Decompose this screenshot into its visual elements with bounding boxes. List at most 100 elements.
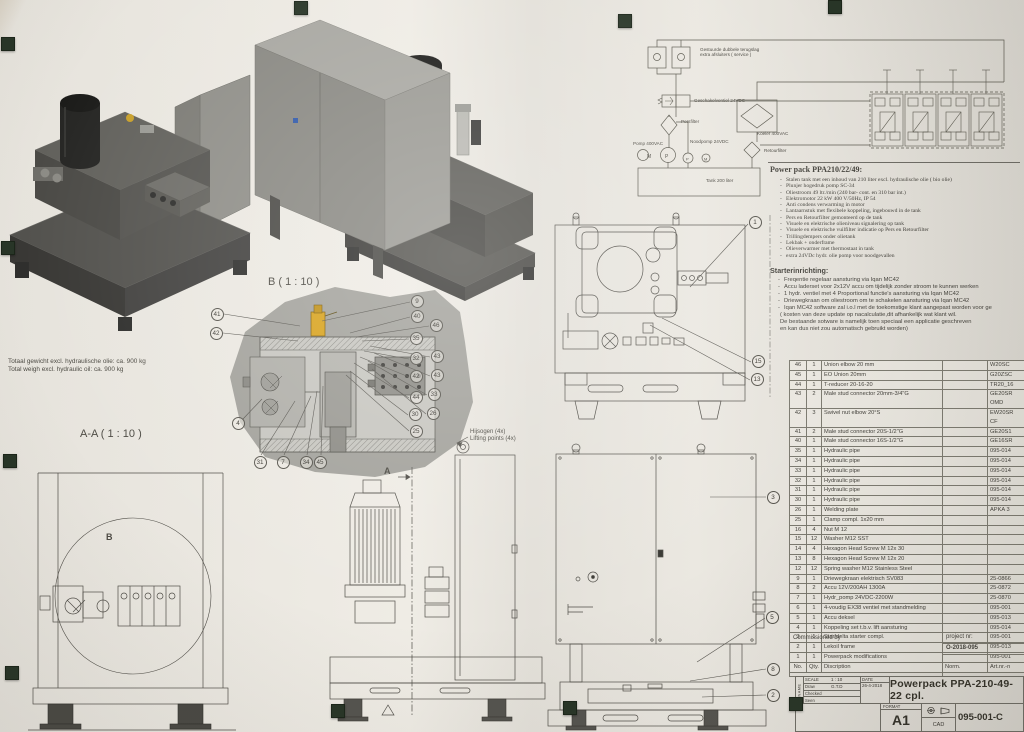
starter-notes: Starterinrichting: Freqentie regelaar aa… <box>770 266 1022 333</box>
cell-no: 34 <box>790 456 807 466</box>
cell-norm <box>943 535 988 545</box>
cell-art <box>988 535 1024 544</box>
callout-balloon: 7 <box>276 455 290 469</box>
starter-list: Freqentie regelaar aansturing via Iqan M… <box>770 277 1022 312</box>
cell-qty: 1 <box>807 361 822 370</box>
cell-desc: Clamp compl. 1x20 mm <box>822 515 943 525</box>
schematic-label-emergency-pump: Noodpomp 24VDC <box>690 139 729 144</box>
cell-qty: 1 <box>807 633 822 643</box>
cell-qty: 1 <box>807 515 822 525</box>
spec-list: Stalen tank met een inhoud van 210 liter… <box>770 177 1022 259</box>
spec-item: Elektromotor 22 kW 400 V/50Hz, IP 54 <box>780 196 1022 203</box>
cell-no: 26 <box>790 505 807 515</box>
cell-desc: Male stud connector 20mm-3/4"G <box>822 390 943 408</box>
callout-balloon: 4 <box>231 416 245 430</box>
cell-no: 44 <box>790 380 807 390</box>
cell-norm <box>943 623 988 633</box>
checked-label: Checked <box>805 690 822 696</box>
cell-art: TR20_16 <box>990 381 1014 388</box>
cell-no: 13 <box>790 554 807 564</box>
svg-text:M: M <box>704 157 707 162</box>
cell-qty: 1 <box>807 643 822 652</box>
callout-balloon: 45 <box>313 455 327 469</box>
drawn-label: Draw <box>805 684 815 690</box>
magnet <box>331 704 345 718</box>
starter-item: Freqentie regelaar aansturing via Iqan M… <box>778 277 1022 284</box>
magnet <box>563 701 577 715</box>
cell-qty: 1 <box>807 505 822 515</box>
starter-item: Accu laderset voor 2x12V accu om tijdeli… <box>778 284 1022 291</box>
cell-norm: Norm. <box>943 662 988 672</box>
spec-item: Visuele en elektrische vuilfilter indica… <box>780 227 1022 234</box>
cell-norm <box>943 525 988 535</box>
cell-qty: 1 <box>807 652 822 662</box>
cell-qty: 1 <box>807 476 822 486</box>
callout-balloon: 30 <box>408 407 422 421</box>
cell-no: 31 <box>790 486 807 496</box>
cell-art: 095-014 <box>990 448 1011 455</box>
cell-no: 14 <box>790 545 807 554</box>
format-value: A1 <box>892 712 910 728</box>
cell-qty: 4 <box>807 525 822 535</box>
callout-balloon: 25 <box>409 424 423 438</box>
starter-note: De bestaande sotware is namelijk toen sp… <box>780 319 972 325</box>
callout-balloon: 3 <box>766 490 780 504</box>
cell-art: 095-014 <box>990 477 1011 484</box>
cell-art: 095-013 <box>990 614 1011 621</box>
cell-no: 8 <box>790 584 807 594</box>
cell-art <box>988 545 1024 554</box>
cell-desc: Hydraulic pipe <box>822 496 943 505</box>
cell-norm <box>943 633 988 643</box>
magnet <box>1 241 15 255</box>
section-marker-a: A <box>384 466 391 476</box>
magnet <box>1 37 15 51</box>
callout-balloon: 2 <box>766 688 780 702</box>
cell-desc: Spring washer M12 Stainless Steel <box>822 564 943 574</box>
cell-art: GE20SR OMD <box>990 391 1013 407</box>
cell-no: 5 <box>790 613 807 623</box>
cell-art: APKA 3 <box>990 506 1010 513</box>
cell-no: 43 <box>790 390 807 408</box>
cell-desc: Hydr_pomp 24VDC-2200W <box>822 594 943 603</box>
starter-title: Starterinrichting: <box>770 266 829 275</box>
cell-art: 095-014 <box>990 487 1011 494</box>
date-label: DATE <box>861 677 889 683</box>
cell-art: 25-0872 <box>990 585 1011 592</box>
cell-qty: 1 <box>807 486 822 496</box>
cell-norm <box>943 505 988 515</box>
lifting-points-label: Hijsogen (4x)Lifting points (4x) <box>470 429 516 442</box>
cell-art: 095-001 <box>990 604 1011 611</box>
cell-art <box>988 526 1024 535</box>
cell-art: 095-014 <box>990 457 1011 464</box>
starter-note: ( kosten van deze update op nacalculatie… <box>780 312 957 318</box>
cell-desc: Nut M 12 <box>822 525 943 535</box>
cell-art <box>988 565 1024 574</box>
cell-desc: Koppeling set t.b.v. lift aansturing <box>822 623 943 633</box>
cell-no: 16 <box>790 525 807 535</box>
cell-qty: 1 <box>807 380 822 390</box>
cell-norm <box>943 545 988 554</box>
cell-desc: Hexagon Head Screw M 12x 30 <box>822 545 943 554</box>
cell-no: 9 <box>790 574 807 584</box>
cell-art: GE20S1 <box>990 428 1012 435</box>
scale-value: 1 : 10 <box>831 677 843 683</box>
cell-qty: 1 <box>807 370 822 380</box>
project-nr-value: O-2018-095 <box>943 644 1024 655</box>
magnet <box>3 454 17 468</box>
callout-balloon: 13 <box>750 372 764 386</box>
callout-balloon: 33 <box>427 387 441 401</box>
callout-balloon: 40 <box>410 309 424 323</box>
cell-art: 095-014 <box>990 624 1011 631</box>
callout-balloon: 41 <box>210 307 224 321</box>
cell-desc: Hydraulic pipe <box>822 456 943 466</box>
cell-desc: Male stud connector 20S-1/2"G <box>822 427 943 437</box>
iso-view-center <box>254 19 536 301</box>
